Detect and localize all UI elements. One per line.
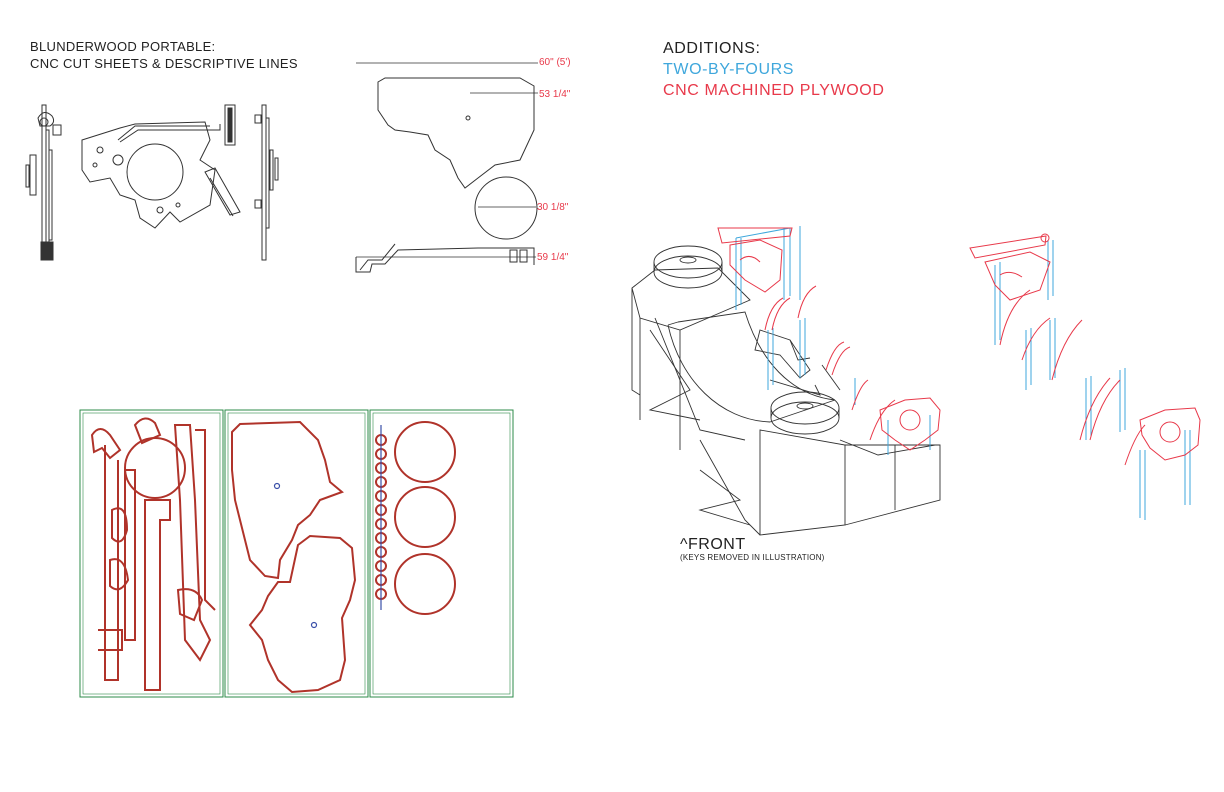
base-rail bbox=[355, 243, 535, 273]
cnc-sheet-1 bbox=[79, 409, 224, 698]
front-sub-label: (KEYS REMOVED IN ILLUSTRATION) bbox=[680, 553, 825, 562]
side-profile-right bbox=[254, 104, 279, 261]
cabinet-side-panel bbox=[377, 77, 535, 189]
cnc-sheet-2 bbox=[224, 409, 369, 698]
dimension-60in: 60" (5') bbox=[539, 57, 571, 68]
dimension-59in: 59 1/4" bbox=[537, 252, 569, 263]
key-lever-plate bbox=[81, 104, 241, 229]
front-note: ^FRONT (KEYS REMOVED IN ILLUSTRATION) bbox=[680, 536, 825, 563]
legend-heading: ADDITIONS: bbox=[663, 40, 761, 57]
dimension-53in: 53 1/4" bbox=[539, 89, 571, 100]
dimension-lines bbox=[356, 62, 538, 258]
dimension-30in: 30 1/8" bbox=[537, 202, 569, 213]
title-line-1: BLUNDERWOOD PORTABLE: bbox=[30, 39, 216, 54]
title-line-2: CNC CUT SHEETS & DESCRIPTIVE LINES bbox=[30, 56, 298, 71]
isometric-plywood bbox=[717, 227, 1201, 466]
drawing-title: BLUNDERWOOD PORTABLE: CNC CUT SHEETS & D… bbox=[30, 38, 298, 72]
isometric-body bbox=[631, 245, 941, 536]
legend-plywood: CNC MACHINED PLYWOOD bbox=[663, 82, 885, 99]
additions-legend: ADDITIONS: TWO-BY-FOURS CNC MACHINED PLY… bbox=[663, 38, 885, 101]
cnc-sheet-3 bbox=[369, 409, 514, 698]
side-profile-left bbox=[25, 104, 62, 261]
platen-disc bbox=[474, 176, 538, 240]
isometric-two-by-fours bbox=[735, 226, 1191, 520]
legend-two-by-fours: TWO-BY-FOURS bbox=[663, 61, 795, 78]
front-label: ^FRONT bbox=[680, 536, 746, 553]
